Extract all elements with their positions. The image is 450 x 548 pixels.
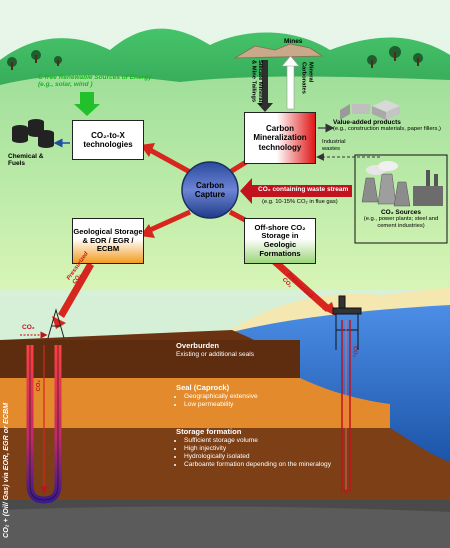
renewable-label: C-free Renewable Sources of Energy (e.g.… xyxy=(38,74,178,89)
seal-item: Low permeability xyxy=(184,401,316,409)
carbon-mineralization-label: Carbon Mineralization technology xyxy=(253,124,307,152)
storage-item: Hydrologically isolated xyxy=(184,453,386,461)
carbon-capture-label: Carbon Capture xyxy=(194,180,226,199)
storage-formation-text: Storage formation Sufficient storage vol… xyxy=(176,427,386,470)
mineral-carbonates-label: Mineral Carbonates xyxy=(300,62,314,94)
waste-stream-label: CO₂ containing waste stream xyxy=(258,186,349,193)
carbon-capture-circle: Carbon Capture xyxy=(186,168,234,212)
co2-well-top-label: CO₂ xyxy=(22,324,35,331)
silicate-label: Silicate Minerals & Mine Tailings xyxy=(250,60,263,106)
value-added-label: Value-added products (e.g., construction… xyxy=(333,119,448,133)
industrial-wastes-label: Industrial wastes xyxy=(322,139,346,152)
co2-left-well-label: CO₂ xyxy=(36,380,42,392)
mines-label: Mines xyxy=(284,38,303,45)
storage-item: Sufficient storage volume xyxy=(184,437,386,445)
co2-sources-label: CO₂ Sources (e.g., power plants; steel a… xyxy=(357,209,445,230)
chemical-label: Chemical & Fuels xyxy=(8,153,44,168)
offshore-storage-label: Off-shore CO₂ Storage in Geologic Format… xyxy=(254,222,306,258)
co2-right-well-label: CO₂ xyxy=(351,346,358,358)
storage-item: Carboante formation depending on the min… xyxy=(184,461,386,469)
vertical-eor-label: CO₂ + (Oil/ Gas) via EOR, EGR or ECBM xyxy=(1,402,10,538)
seal-item: Geographically extensive xyxy=(184,393,316,401)
co2-to-x-box: CO₂-to-X technologies xyxy=(72,120,144,160)
geological-storage-box: Geological Storage & EOR / EGR / ECBM xyxy=(72,218,144,264)
storage-item: High injectivity xyxy=(184,445,386,453)
storage-formation-title: Storage formation xyxy=(176,427,242,436)
overburden-title: Overburden xyxy=(176,341,220,350)
renewable-title: C-free Renewable Sources of Energy xyxy=(38,74,152,81)
co2-to-x-label: CO₂-to-X technologies xyxy=(83,130,133,149)
geological-storage-label: Geological Storage & EOR / EGR / ECBM xyxy=(73,226,143,254)
offshore-storage-box: Off-shore CO₂ Storage in Geologic Format… xyxy=(244,218,316,264)
renewable-subtitle: (e.g., solar, wind ) xyxy=(38,81,93,89)
waste-stream-sublabel: (e.g. 10-15% CO₂ in flue gas) xyxy=(262,199,338,205)
co2-sources-title: CO₂ Sources xyxy=(380,209,422,216)
overburden-description: Existing or additional seals xyxy=(176,350,255,358)
co2-sources-subtitle: (e.g., power plants; steel and cement in… xyxy=(363,216,439,230)
seal-title: Seal (Caprock) xyxy=(176,383,230,392)
seal-text: Seal (Caprock) Geographically extensive … xyxy=(176,383,316,409)
carbon-mineralization-box: Carbon Mineralization technology xyxy=(244,112,316,164)
overburden-text: Overburden Existing or additional seals xyxy=(176,341,296,359)
value-added-title: Value-added products xyxy=(333,119,401,126)
value-added-subtitle: (e.g., construction materials, paper fil… xyxy=(333,126,441,133)
